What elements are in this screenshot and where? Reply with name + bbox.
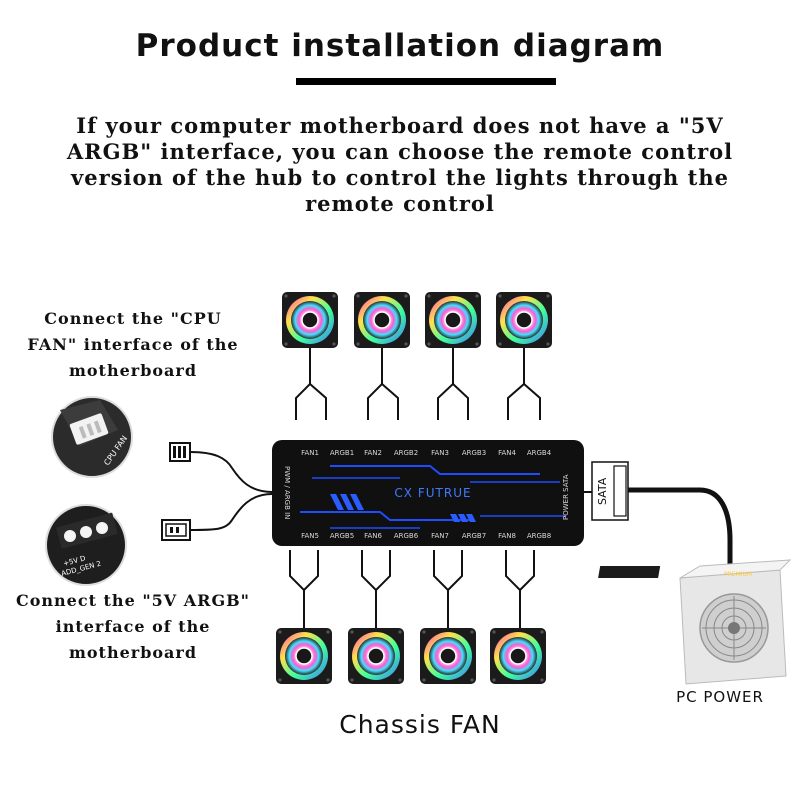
chassis-fan-4 — [495, 291, 553, 349]
psu-label: PREMIUM — [724, 571, 752, 578]
chassis-fan-5 — [275, 627, 333, 685]
page-title: Product installation diagram — [135, 28, 665, 64]
power-supply-icon: PREMIUM — [598, 559, 792, 685]
intro-text: If your computer motherboard does not ha… — [66, 113, 734, 216]
port-label: FAN7 — [431, 532, 449, 540]
chassis-fan-3 — [424, 291, 482, 349]
port-label: ARGB4 — [527, 449, 552, 457]
port-label: ARGB6 — [394, 532, 419, 540]
cpu-fan-header-photo: CPU FAN — [51, 396, 133, 478]
hub-brand: CX FUTRUE — [394, 486, 471, 500]
port-label: FAN8 — [498, 532, 516, 540]
port-label: ARGB1 — [330, 449, 354, 457]
chassis-fan-8 — [489, 627, 547, 685]
chassis-fan-1 — [281, 291, 339, 349]
argb-header-photo: +5V D ADD_GEN 2 — [45, 504, 127, 586]
port-label: FAN3 — [431, 449, 449, 457]
argb-instruction: Connect the "5V ARGB" interface of the m… — [15, 591, 250, 662]
port-label: ARGB7 — [462, 532, 486, 540]
hub-top-ports: FAN1 ARGB1 FAN2 ARGB2 FAN3 ARGB3 FAN4 AR… — [301, 449, 552, 457]
bottom-fan-cables — [289, 550, 535, 628]
argb-hub: CX FUTRUE PWM / ARGB IN POWER SATA FAN1 … — [272, 440, 584, 546]
argb-connector-icon — [161, 519, 191, 541]
hub-input-label: PWM / ARGB IN — [283, 466, 291, 519]
cpu-fan-connector-icon — [169, 442, 191, 462]
port-label: FAN5 — [301, 532, 319, 540]
sata-label: SATA — [596, 477, 609, 505]
port-label: ARGB8 — [527, 532, 551, 540]
pc-power-label: PC POWER — [676, 688, 764, 706]
port-label: ARGB2 — [394, 449, 418, 457]
title-underline — [296, 78, 556, 85]
chassis-fan-label: Chassis FAN — [339, 710, 501, 739]
input-cables — [189, 451, 273, 531]
chassis-fan-6 — [347, 627, 405, 685]
top-fan-cables — [295, 348, 541, 420]
port-label: FAN4 — [498, 449, 516, 457]
port-label: FAN6 — [364, 532, 382, 540]
hub-bottom-ports: FAN5 ARGB5 FAN6 ARGB6 FAN7 ARGB7 FAN8 AR… — [301, 532, 551, 540]
port-label: ARGB3 — [462, 449, 486, 457]
port-label: FAN1 — [301, 449, 319, 457]
port-label: ARGB5 — [330, 532, 354, 540]
cpu-fan-instruction: Connect the "CPU FAN" interface of the m… — [27, 309, 239, 380]
hub-power-label: POWER SATA — [562, 474, 570, 520]
sata-connector: SATA — [584, 461, 733, 580]
port-label: FAN2 — [364, 449, 382, 457]
chassis-fan-7 — [419, 627, 477, 685]
chassis-fan-2 — [353, 291, 411, 349]
